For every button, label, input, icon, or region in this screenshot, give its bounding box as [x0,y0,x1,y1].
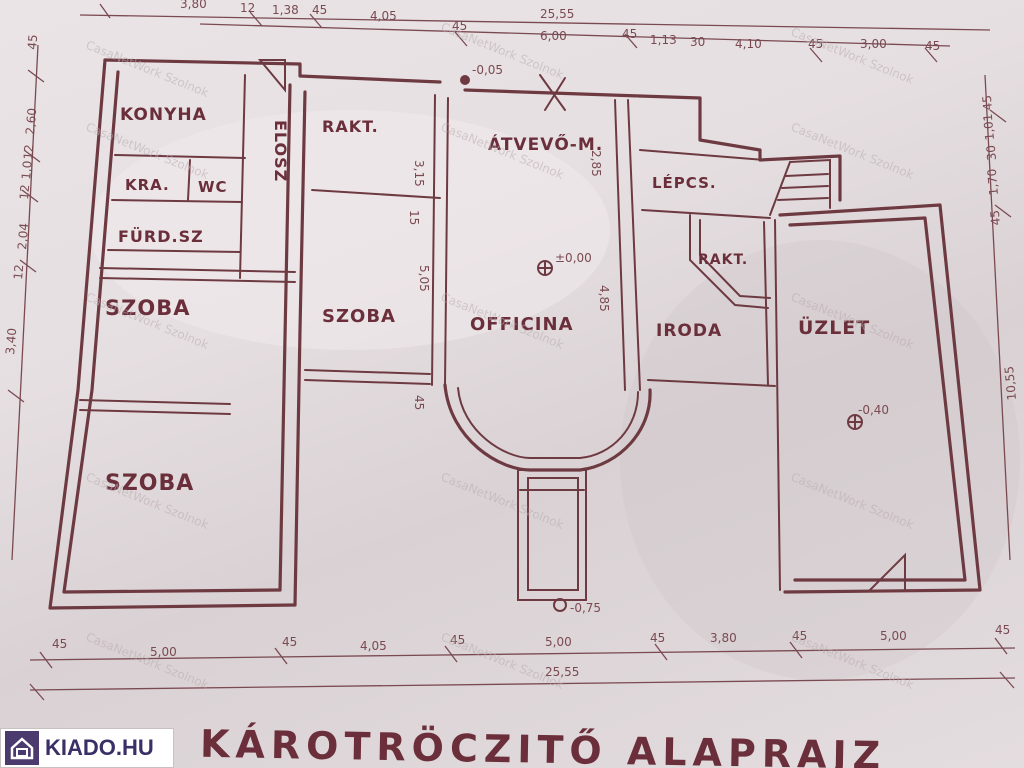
dim-top-8: 45 [622,27,637,41]
interior-walls [79,59,906,601]
dim-left-5: 12 [17,184,32,200]
dim-top-7: 6,00 [540,29,567,43]
house-icon [5,731,39,765]
site-logo[interactable]: KIADO.HU [0,728,174,768]
dim-bottom-4: 4,05 [360,639,387,653]
dim-right-4: 1,70 [985,168,1001,196]
dim-bottom-3: 45 [282,635,297,649]
watermark: CasaNetWork Szolnok [439,470,566,532]
room-label-raktar-right: RAKT. [698,252,748,268]
watermark: CasaNetWork Szolnok [84,630,211,692]
room-label-atvevo: ÁTVEVŐ-M. [488,133,603,155]
dim-interior-1: 3,15 [412,160,426,187]
room-label-raktar-top: RAKT. [322,117,379,136]
room-label-wc: WC [198,178,228,196]
dim-top-3: 1,38 [272,3,299,17]
dim-top-4: 45 [312,3,327,17]
dim-left-4: 1,0 [19,160,35,180]
room-label-furdo: FÜRD.SZ [118,227,204,246]
dim-right-6: 10,55 [1002,366,1019,401]
watermark: CasaNetWork Szolnok [789,120,916,182]
room-label-szoba-left: SZOBA [105,296,190,320]
dim-bottom-7: 45 [650,631,665,645]
room-label-uzlet: ÜZLET [798,315,870,339]
room-label-officina: OFFICINA [470,314,574,335]
room-label-eloszto: ELOSZ [271,120,290,182]
level-text-1: -0,05 [472,63,503,77]
dim-interior-2: 15 [407,210,421,225]
dim-left-6: 2,04 [15,222,31,250]
dim-top-12: 45 [808,37,823,51]
room-label-lepcso: LÉPCS. [652,173,717,192]
dim-top-10: 30 [690,35,705,49]
dim-bottom-8: 3,80 [710,631,737,645]
dim-top-6: 45 [452,19,467,33]
dim-right-3: 30 [984,145,999,161]
dim-interior-3: 2,85 [589,150,603,177]
level-text-4: -0,75 [570,601,601,615]
dim-left-2: 2,60 [23,107,39,135]
dim-right-2: 1,01 [981,113,997,141]
dim-left-1: 45 [25,34,40,50]
top-dimension-line [79,3,991,63]
dim-left-7: 12 [11,264,26,280]
right-dimension-line [984,74,1012,561]
dim-bottom-11: 45 [995,623,1010,637]
dim-top-14: 45 [925,39,940,53]
room-label-szoba-lower: SZOBA [105,471,194,496]
outer-walls [48,58,982,610]
dim-top-2: 12 [240,1,255,15]
dim-top-11: 4,10 [735,37,762,51]
dim-right-1: 45 [980,95,995,111]
room-label-szoba-mid: SZOBA [322,306,396,327]
dim-left-8: 3,40 [3,327,19,355]
dim-bottom-1: 45 [52,637,67,651]
dim-top-13: 3,00 [860,37,887,51]
room-label-iroda: IRODA [656,321,722,341]
room-label-konyha: KONYHA [120,105,207,125]
dim-left-3: 12 [21,144,36,160]
dim-bottom-9: 45 [792,629,807,643]
dim-interior-5: 4,85 [597,285,611,312]
dim-right-5: 45 [988,210,1003,226]
dim-bottom-6: 5,00 [545,635,572,649]
dim-bottom-10: 5,00 [880,629,907,643]
dim-bottom-5: 45 [450,633,465,647]
dim-top-9: 1,13 [650,33,677,47]
dim-top-5: 4,05 [370,9,397,23]
dim-top-total: 25,55 [540,7,574,21]
dim-top-1: 3,80 [180,0,207,11]
watermark: CasaNetWork Szolnok [789,25,916,87]
bottom-dimension-line [29,637,1016,701]
logo-text: KIADO.HU [45,735,154,760]
level-text-2: ±0,00 [555,251,592,265]
dim-interior-4: 5,05 [417,265,431,292]
level-text-3: -0,40 [858,403,889,417]
dim-bottom-2: 5,00 [150,645,177,659]
level-marker [460,75,863,612]
left-dimension-line [7,44,45,561]
plan-title: KÁROTRÖCZITŐ ALAPRAJZ [200,722,887,768]
dim-interior-6: 45 [412,395,426,410]
dim-bottom-total: 25,55 [545,665,579,679]
room-label-kra: KRA. [125,176,170,194]
